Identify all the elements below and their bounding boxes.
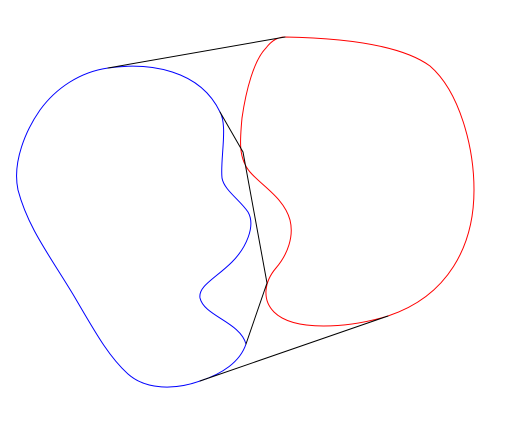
hull-bridge-middle <box>219 111 268 345</box>
hull-outline <box>107 36 286 69</box>
red-closed-curve <box>239 36 475 327</box>
hull-bottom-edge <box>199 315 389 382</box>
blue-closed-curve <box>16 65 252 388</box>
